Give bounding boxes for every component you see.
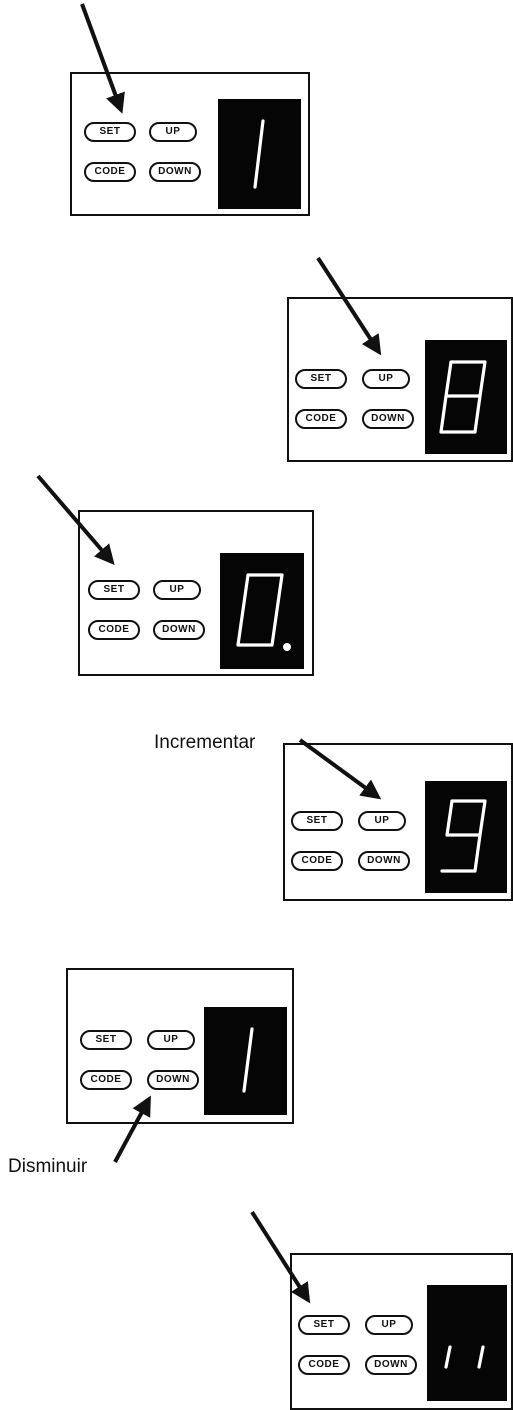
code-button[interactable]: CODE (88, 620, 140, 640)
arrow-icon (250, 1210, 311, 1304)
display-digits (444, 1345, 485, 1369)
arrow-icon (316, 256, 382, 356)
increment-label: Incrementar (154, 732, 256, 753)
control-panel-3: SET UP CODE DOWN (78, 510, 314, 676)
code-button[interactable]: CODE (295, 409, 347, 429)
control-panel-5: SET UP CODE DOWN (66, 968, 294, 1124)
up-button[interactable]: UP (362, 369, 410, 389)
code-button[interactable]: CODE (80, 1070, 132, 1090)
set-button[interactable]: SET (84, 122, 136, 142)
down-button[interactable]: DOWN (153, 620, 205, 640)
code-button[interactable]: CODE (291, 851, 343, 871)
seven-segment-display (425, 781, 507, 893)
code-button[interactable]: CODE (298, 1355, 350, 1375)
seven-segment-display (427, 1285, 507, 1401)
segment-b-c (253, 119, 265, 189)
arrow-icon (36, 474, 115, 566)
set-button[interactable]: SET (298, 1315, 350, 1335)
display-digits (236, 573, 291, 651)
arrow-icon (113, 1095, 151, 1163)
set-button[interactable]: SET (80, 1030, 132, 1050)
down-button[interactable]: DOWN (147, 1070, 199, 1090)
down-button[interactable]: DOWN (362, 409, 414, 429)
decrease-label: Disminuir (8, 1156, 88, 1177)
display-digits (439, 360, 487, 434)
digit-1-right (477, 1345, 485, 1369)
control-panel-4: SET UP CODE DOWN (283, 743, 513, 901)
code-button[interactable]: CODE (84, 162, 136, 182)
control-panel-1: SET UP CODE DOWN (70, 72, 310, 216)
up-button[interactable]: UP (147, 1030, 195, 1050)
display-digits (253, 119, 265, 189)
digit-0 (236, 573, 284, 647)
display-digits (242, 1027, 254, 1093)
display-digits (440, 799, 487, 873)
arrow-icon (298, 738, 382, 800)
up-button[interactable]: UP (365, 1315, 413, 1335)
seven-segment-display (220, 553, 304, 669)
digit-8 (439, 360, 487, 434)
control-panel-2: SET UP CODE DOWN (287, 297, 513, 462)
down-button[interactable]: DOWN (365, 1355, 417, 1375)
up-button[interactable]: UP (153, 580, 201, 600)
seven-segment-display (425, 340, 507, 454)
seven-segment-display (204, 1007, 287, 1115)
segment-b-c (242, 1027, 254, 1093)
digit-1-left (444, 1345, 452, 1369)
set-button[interactable]: SET (291, 811, 343, 831)
control-panel-6: SET UP CODE DOWN (290, 1253, 513, 1410)
seven-segment-display (218, 99, 301, 209)
down-button[interactable]: DOWN (358, 851, 410, 871)
set-button[interactable]: SET (295, 369, 347, 389)
up-button[interactable]: UP (358, 811, 406, 831)
arrow-icon (80, 3, 125, 114)
digit-9 (440, 799, 487, 873)
decimal-point (283, 643, 291, 651)
set-button[interactable]: SET (88, 580, 140, 600)
down-button[interactable]: DOWN (149, 162, 201, 182)
up-button[interactable]: UP (149, 122, 197, 142)
